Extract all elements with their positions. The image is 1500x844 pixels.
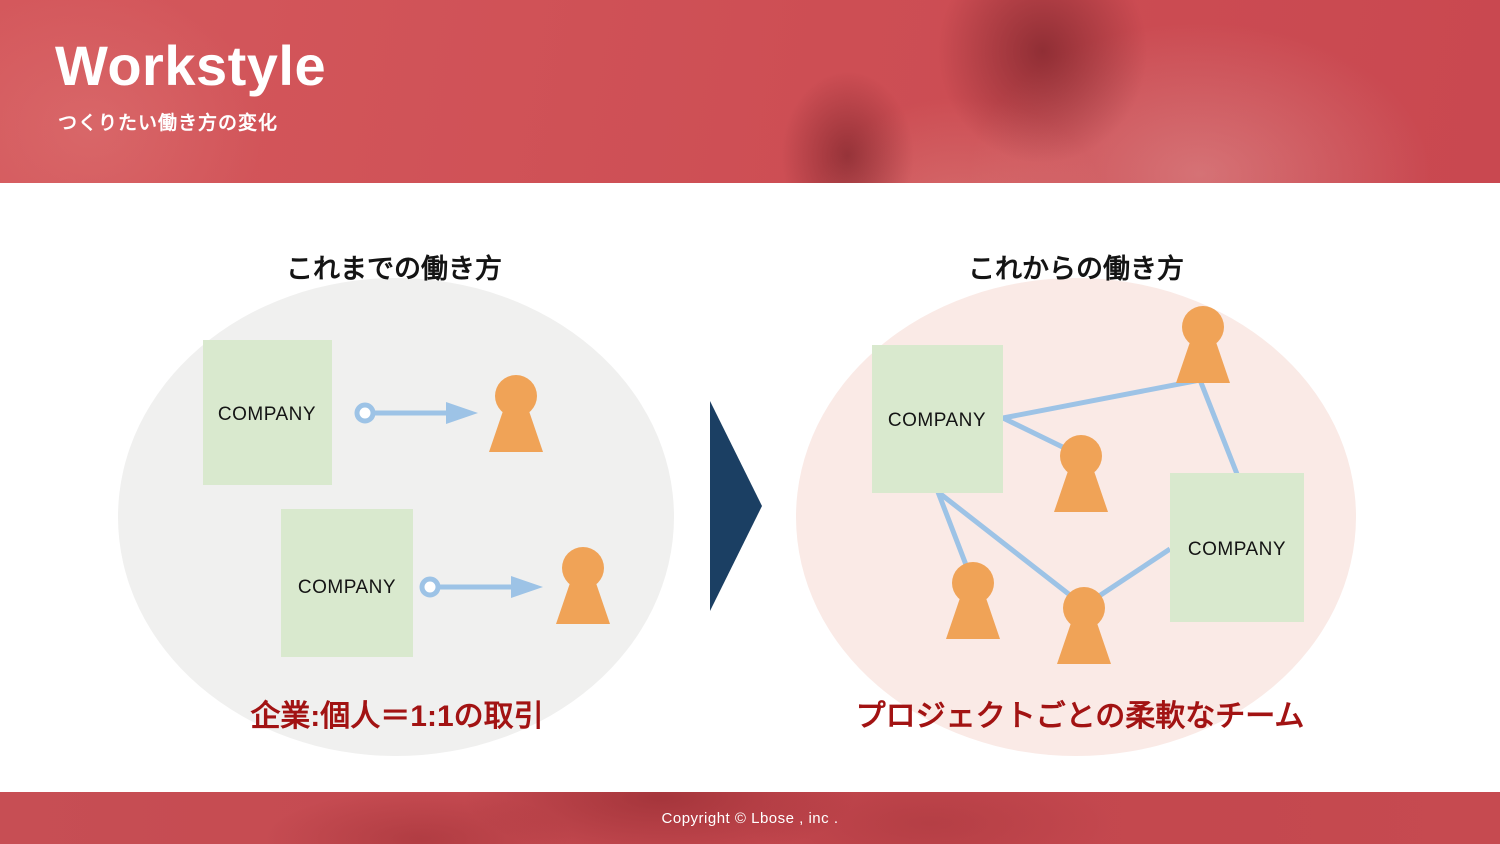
company-box-label: COMPANY [1188, 539, 1286, 560]
arrow-connector-1 [354, 402, 478, 424]
company-box-label: COMPANY [218, 404, 316, 425]
after-title: これからの働き方 [968, 253, 1184, 284]
footer-banner: Copyright © Lbose , inc . [0, 792, 1500, 844]
header-banner: Workstyle つくりたい働き方の変化 [0, 0, 1500, 183]
company-box-label: COMPANY [298, 577, 396, 598]
transition-arrow-icon [710, 401, 762, 611]
circle-connector-icon [419, 576, 441, 598]
arrow-connector-2 [419, 576, 543, 598]
after-company-box-2 [1170, 473, 1304, 622]
page-title: Workstyle [55, 34, 327, 97]
company-box-label: COMPANY [888, 410, 986, 431]
after-company-box-1 [872, 345, 1003, 493]
page-subtitle: つくりたい働き方の変化 [58, 113, 279, 134]
before-caption: 企業:個人＝1:1の取引 [250, 699, 543, 733]
after-caption: プロジェクトごとの柔軟なチーム [856, 699, 1305, 733]
circle-connector-icon [354, 402, 376, 424]
before-company-box-1 [203, 340, 332, 485]
before-title: これまでの働き方 [286, 253, 502, 284]
network-line [932, 484, 1172, 610]
copyright-text: Copyright © Lbose , inc . [661, 809, 839, 827]
before-company-box-2 [281, 509, 413, 657]
